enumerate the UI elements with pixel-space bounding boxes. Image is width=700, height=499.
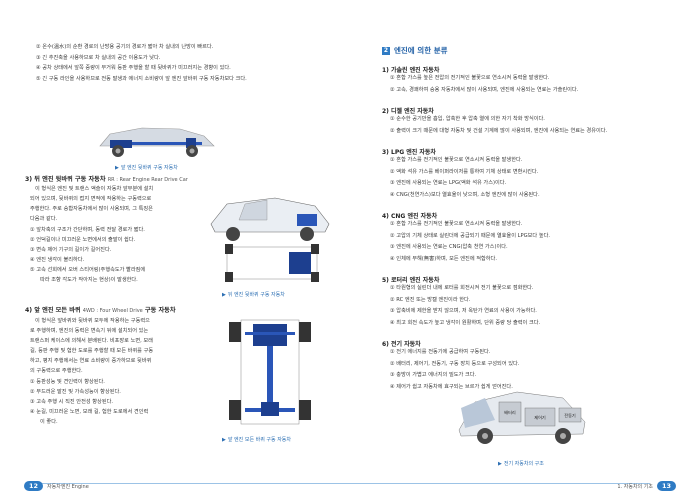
- group-title: 6) 전기 자동차: [382, 341, 421, 348]
- chapter-title: 1. 자동차의 기초: [617, 483, 653, 490]
- group-item: ② 액화 석유 가스를 베이퍼라이저를 통하여 기체 상태로 변환시킨다.: [390, 168, 539, 175]
- group-item: ③ 압축비에 제한을 받지 않으며, 저 옥탄가 연료의 사용이 가능하다.: [390, 308, 537, 314]
- 4wd-car-figure: [229, 319, 311, 425]
- text-line: ② 온수(溫水)의 순환 경로의 난방용 공기의 경로가 짧아 차 실내의 난방…: [36, 44, 214, 50]
- text-line: 하고, 평지 주행에서는 연료 소비량이 증가하므로 뒷바퀴: [30, 358, 152, 364]
- motor-label: 전동기: [564, 412, 576, 419]
- page-number: 13: [656, 481, 676, 491]
- s3-title: 3) 뒤 엔진 뒷바퀴 구동 자동차 RR : Rear Engine Rear…: [25, 176, 188, 183]
- group-item: ③ 엔진에 사용되는 연료는 CNG(압축 천연 가스)이다.: [390, 244, 508, 250]
- group-item: ② 고압의 기체 상태로 실린더에 공급되기 때문에 열효율이 LPG보다 높다…: [390, 232, 551, 239]
- group-item: ② 고속, 경쾌하여 승용 자동차에서 많이 사용되며, 엔진에 사용되는 연료…: [390, 86, 579, 93]
- section-title: 엔진에 의한 분류: [394, 46, 448, 55]
- group-title: 3) LPG 엔진 자동차: [382, 149, 436, 156]
- ev-fig-caption: ▶ 전기 자동차의 구조: [498, 460, 544, 468]
- text-line: ④ 눈길, 미끄러운 노면, 모래 길, 험한 도로에서 견인력: [30, 409, 149, 415]
- group-item: ③ 충방이 가볍고 에너지의 밀도가 크다.: [390, 372, 477, 378]
- right-footer: 1. 자동차의 기초 13: [617, 481, 676, 491]
- text-line: ① 등판성능 및 견인력이 향상된다.: [30, 379, 105, 385]
- group-item: ② RC 엔진 또는 방켈 엔진이라 한다.: [390, 296, 471, 303]
- group-item: ② 배터리, 제어기, 전동기, 구동 장치 등으로 구성되어 있다.: [390, 360, 520, 367]
- text-line: 길, 등판 주행 및 험한 도로를 주행할 때 모든 바퀴를 구동: [30, 348, 154, 354]
- text-line: ③ 변속 제어 기구의 길이가 길어진다.: [30, 247, 112, 253]
- fig1-caption: ▶ 앞 엔진 뒷바퀴 구동 자동차: [115, 164, 178, 172]
- group-item: ③ 엔진에 사용되는 연료는 LPG(액화 석유 가스)이다.: [390, 180, 507, 186]
- caption-marker-icon: ▶: [498, 460, 502, 467]
- text-line: ④ 공차 상태에서 앞쪽 중량이 무거워 등판 주행을 할 때 뒷바퀴가 미끄러…: [36, 65, 231, 71]
- group-item: ④ CNG(천연가스)보다 열효율이 낮으며, 소형 엔진에 많이 사용된다.: [390, 191, 540, 198]
- group-item: ④ 인체에 무해(無害)하며, 모든 엔진에 적합하다.: [390, 255, 497, 262]
- group-item: ① 타원형의 실린더 내에 로터를 회전시켜 전기 불꽃으로 점화한다.: [390, 285, 534, 291]
- left-page: ② 온수(溫水)의 순환 경로의 난방용 공기의 경로가 짧아 차 실내의 난방…: [24, 44, 350, 491]
- text-line: 이 형식은 엔진 및 트랜스 액슬이 자동차 앞부분에 설치: [35, 186, 154, 192]
- footer-rule: [40, 483, 350, 484]
- caption-marker-icon: ▶: [222, 291, 226, 298]
- text-line: ① 앞차축의 구조가 간단하며, 동력 전달 경로가 짧다.: [30, 227, 145, 233]
- group-item: ④ 최고 회전 속도가 높고 냉각이 원활하며, 단위 중량 당 출력이 크다.: [390, 319, 541, 326]
- caption-marker-icon: ▶: [115, 164, 119, 171]
- ev-structure-figure: 배터리 제어기 전동기: [458, 391, 586, 444]
- text-line: 트랜스퍼 케이스에 의해서 분배된다. 비포장로 노면, 모래: [30, 338, 153, 344]
- group-title: 1) 가솔린 엔진 자동차: [382, 67, 440, 74]
- footer-rule: [350, 483, 650, 484]
- text-line: ③ 긴 추진축을 사용하므로 차 실내의 공간 이용도가 낮다.: [36, 54, 161, 61]
- text-line: 이 좋다.: [40, 419, 58, 425]
- rr-car-figure: [210, 197, 330, 282]
- s4-title: 4) 앞 엔진 모든 바퀴 4WD : Four Wheel Drive 구동 …: [25, 307, 176, 314]
- text-line: ④ 엔진 냉각이 불리하다.: [30, 257, 85, 263]
- text-line: 주행한다. 주로 승합자동차에서 많이 사용되며, 그 특징은: [30, 206, 153, 212]
- text-line: 이 형식은 앞바퀴와 뒷바퀴 모두에 작용하는 구동력으: [35, 318, 150, 324]
- left-footer: 12 자동차엔진 Engine: [24, 481, 89, 491]
- text-line: 따라 조향 각도가 작아지는 현상)이 발생한다.: [40, 277, 138, 283]
- group-title: 4) CNG 엔진 자동차: [382, 213, 438, 220]
- section-heading: 2 엔진에 의한 분류: [382, 45, 448, 56]
- group-title: 5) 로터리 엔진 자동차: [382, 277, 440, 284]
- controller-label: 제어기: [534, 414, 546, 421]
- text-line: ⑤ 고속 선회에서 오버 스티어링(주행속도가 빨라짐에: [30, 267, 146, 273]
- group-item: ① 혼합 가스를 높은 전압의 전기적인 불꽃으로 연소시켜 동력을 발생한다.: [390, 75, 550, 81]
- group-item: ① 혼합 가스를 전기적인 불꽃으로 연소시켜 동력을 발생한다.: [390, 157, 523, 163]
- page-number: 12: [24, 481, 44, 491]
- fr-car-figure: [99, 127, 215, 157]
- text-line: 되어 있으며, 뒷바퀴의 접지 면적에 작용하는 구동력으로: [30, 196, 152, 202]
- group-item: ④ 제어가 쉽고 자동차에 효구되는 브르가 쉽게 얻어진다.: [390, 383, 513, 390]
- book-title: 자동차엔진 Engine: [47, 483, 89, 490]
- text-line: ② 무드러운 발진 및 가속성능이 향상된다.: [30, 389, 121, 395]
- section-number: 2: [382, 46, 390, 55]
- caption-marker-icon: ▶: [222, 436, 226, 443]
- text-line: ③ 고속 주행 시 직진 안전성 향상된다.: [30, 399, 114, 405]
- fig3-caption: ▶ 앞 엔진 모든 바퀴 구동 자동차: [222, 436, 292, 444]
- group-item: ① 순수한 공기만을 흡입, 압축한 후 압축 열에 의한 자기 착화 방식이다…: [390, 116, 545, 122]
- group-title: 2) 디젤 엔진 자동차: [382, 108, 434, 115]
- text-line: 의 구동력으로 주행한다.: [30, 368, 83, 374]
- text-line: 로 주행하며, 엔진의 동력은 변속기 뒤에 설치되어 있는: [30, 328, 149, 334]
- text-line: ⑤ 긴 구동 라인을 사용하므로 전동 말생과 에너지 소비량이 앞 엔진 앞바…: [36, 75, 247, 82]
- group-item: ② 출력이 크기 때문에 대형 자동차 및 건설 기계에 많이 사용되며, 엔진…: [390, 127, 608, 134]
- group-item: ① 혼합 가스를 전기적인 불꽃으로 연소시켜 동력을 발생한다.: [390, 221, 523, 227]
- text-line: 다음과 같다.: [30, 216, 58, 222]
- battery-label: 배터리: [504, 409, 516, 416]
- text-line: ② 언덕길이나 미끄러운 노면에서의 출발이 쉽다.: [30, 237, 136, 243]
- group-item: ① 전기 에너지를 전동기에 공급하여 구동된다.: [390, 349, 491, 355]
- fig2-caption: ▶ 뒤 엔진 뒷바퀴 구동 자동차: [222, 291, 285, 299]
